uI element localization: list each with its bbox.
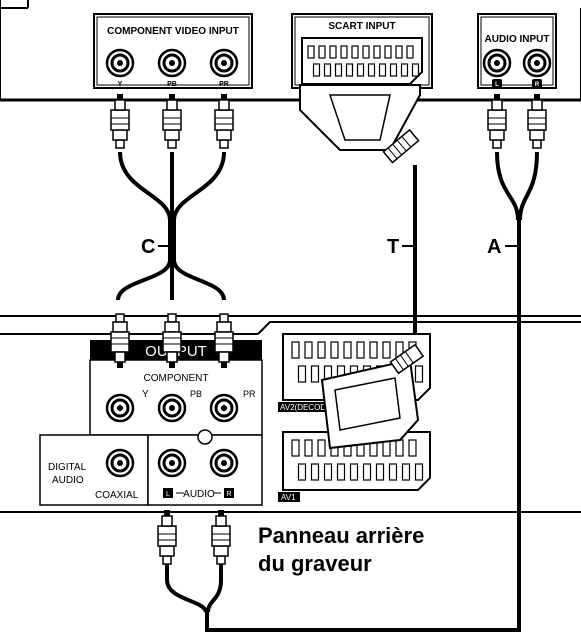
recorder-jack-pr-label: PR: [243, 389, 256, 399]
scart-pin: [351, 45, 359, 59]
recorder-jack-pr[interactable]: [209, 393, 239, 423]
scart-pin: [310, 365, 320, 383]
scart-pin: [389, 63, 398, 77]
scart-pin: [362, 45, 370, 59]
tv-scart-title: SCART INPUT: [328, 21, 395, 32]
tv-component-input-group: COMPONENT VIDEO INPUT Y PB PR: [93, 13, 253, 89]
scart-pin: [384, 45, 392, 59]
tv-audio-input-group: AUDIO INPUT L R: [477, 13, 557, 89]
scart-pin: [336, 463, 346, 481]
caption-line2: du graveur: [258, 551, 372, 576]
recorder-coaxial-jack[interactable]: [105, 448, 135, 478]
cable-label-c: C: [141, 236, 155, 258]
scart-pin: [349, 463, 359, 481]
tv-audio-l-label: L: [495, 82, 499, 88]
tv-jack-pr[interactable]: [209, 48, 239, 78]
scart-pin: [414, 463, 424, 481]
scart-pin: [406, 45, 414, 59]
recorder-scart-plug: [320, 343, 425, 450]
recorder-scart-lower[interactable]: AV1: [278, 431, 431, 502]
scart-pin: [400, 63, 409, 77]
tv-audio-jack-r[interactable]: [522, 48, 552, 78]
cable-label-a: A: [487, 236, 501, 258]
scart-pin: [340, 45, 348, 59]
scart-pin: [382, 341, 391, 359]
scart-pin: [297, 463, 307, 481]
tv-scart-socket[interactable]: [301, 37, 423, 85]
scart-pin: [291, 341, 300, 359]
tv-component-title: COMPONENT VIDEO INPUT: [107, 26, 239, 37]
cable-labels: C T A: [141, 236, 519, 258]
digital-audio-line1: DIGITAL: [48, 462, 87, 473]
tv-audio-title: AUDIO INPUT: [485, 34, 550, 45]
scart-pin: [304, 341, 313, 359]
component-cable: [116, 151, 226, 301]
scart-pin: [317, 439, 326, 457]
recorder-audio-block: DIGITAL AUDIO COAXIAL L R AUDIO: [39, 429, 263, 506]
tv-audio-r-label: R: [535, 82, 540, 88]
scart-pin: [388, 463, 398, 481]
scart-pin: [411, 63, 420, 77]
scart-pin: [323, 63, 332, 77]
recorder-audio-jack-l[interactable]: [157, 448, 187, 478]
tv-jack-pr-label: PR: [219, 81, 229, 88]
scart-pin: [375, 463, 385, 481]
recorder-jack-y-label: Y: [142, 389, 149, 400]
scart-pin: [401, 463, 411, 481]
recorder-audio-plugs: [157, 509, 231, 565]
scart-pin: [291, 439, 300, 457]
scart-pin: [304, 439, 313, 457]
scart-pin: [297, 365, 307, 383]
scart-pin: [395, 439, 404, 457]
recorder-audio-l-label: L: [166, 491, 170, 498]
tv-audio-plugs: [487, 93, 547, 149]
scart-pin: [367, 63, 376, 77]
tv-scart-input-group: SCART INPUT: [291, 13, 433, 89]
scart-pin: [356, 341, 365, 359]
tv-jack-pb-label: PB: [167, 81, 177, 88]
cable-label-t: T: [387, 236, 399, 258]
coaxial-label: COAXIAL: [95, 490, 139, 501]
recorder-audio-jack-r[interactable]: [209, 448, 239, 478]
recorder-scart-upper-label: AV2(DECODER): [280, 403, 340, 412]
recorder-jack-y[interactable]: [105, 393, 135, 423]
scart-pin: [334, 63, 343, 77]
scart-pin: [362, 463, 372, 481]
scart-pin: [312, 63, 321, 77]
scart-pin: [395, 45, 403, 59]
recorder-jack-pb[interactable]: [157, 393, 187, 423]
recorder-audio-label: AUDIO: [183, 489, 215, 500]
scart-pin: [356, 63, 365, 77]
recorder-jack-pb-label: PB: [190, 389, 202, 399]
tv-jack-y[interactable]: [105, 48, 135, 78]
scart-pin: [318, 45, 326, 59]
digital-audio-line2: AUDIO: [52, 475, 84, 486]
scart-pin: [317, 341, 326, 359]
scart-pin: [343, 341, 352, 359]
tv-rear-panel: [0, 0, 581, 102]
audio-cable: [165, 151, 539, 632]
scart-pin: [307, 45, 315, 59]
scart-pin: [369, 341, 378, 359]
recorder-component-label: COMPONENT: [144, 373, 209, 384]
scart-cable: [299, 84, 421, 360]
recorder-audio-r-label: R: [226, 491, 231, 498]
tv-audio-jack-l[interactable]: [482, 48, 512, 78]
tv-jack-pb[interactable]: [157, 48, 187, 78]
recorder-panel-caption: Panneau arrière du graveur: [258, 522, 424, 578]
scart-pin: [414, 365, 424, 383]
scart-pin: [329, 45, 337, 59]
tv-jack-y-label: Y: [118, 81, 123, 88]
scart-pin: [408, 439, 417, 457]
caption-line1: Panneau arrière: [258, 523, 425, 548]
scart-pin: [345, 63, 354, 77]
scart-pin: [373, 45, 381, 59]
tv-component-plugs: [110, 93, 234, 149]
recorder-scart-lower-label: AV1: [281, 493, 296, 502]
scart-pin: [310, 463, 320, 481]
scart-pin: [378, 63, 387, 77]
scart-pin: [323, 463, 333, 481]
scart-pin: [330, 341, 339, 359]
